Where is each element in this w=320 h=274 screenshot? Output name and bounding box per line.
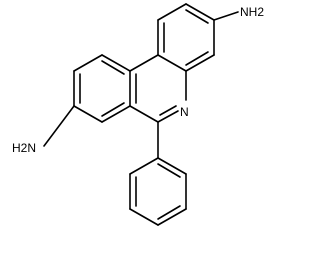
bond [101, 102, 125, 117]
bond [73, 105, 103, 123]
bond [129, 105, 159, 123]
ring-nitrogen-label: N [180, 105, 189, 119]
bond [185, 54, 215, 72]
amine-label-left: H2N [12, 141, 36, 155]
bond [157, 3, 187, 21]
bond [43, 105, 75, 147]
bond [101, 60, 125, 75]
bond [129, 208, 159, 226]
bond [157, 157, 187, 175]
bond [159, 105, 177, 116]
bond [157, 54, 187, 72]
bond [101, 105, 131, 123]
bond [129, 157, 159, 175]
bond [157, 110, 179, 123]
bond [185, 9, 209, 24]
bond [185, 51, 209, 66]
bond [157, 208, 187, 226]
bond [73, 54, 103, 72]
amine-label-upper: NH2 [240, 5, 264, 19]
bond [157, 163, 181, 178]
bond [101, 54, 131, 72]
bond [213, 11, 239, 21]
bond [129, 54, 159, 72]
bond [185, 3, 215, 21]
chemical-structure-diagram: NH2 N H2N [12, 3, 264, 226]
bond [157, 205, 181, 220]
